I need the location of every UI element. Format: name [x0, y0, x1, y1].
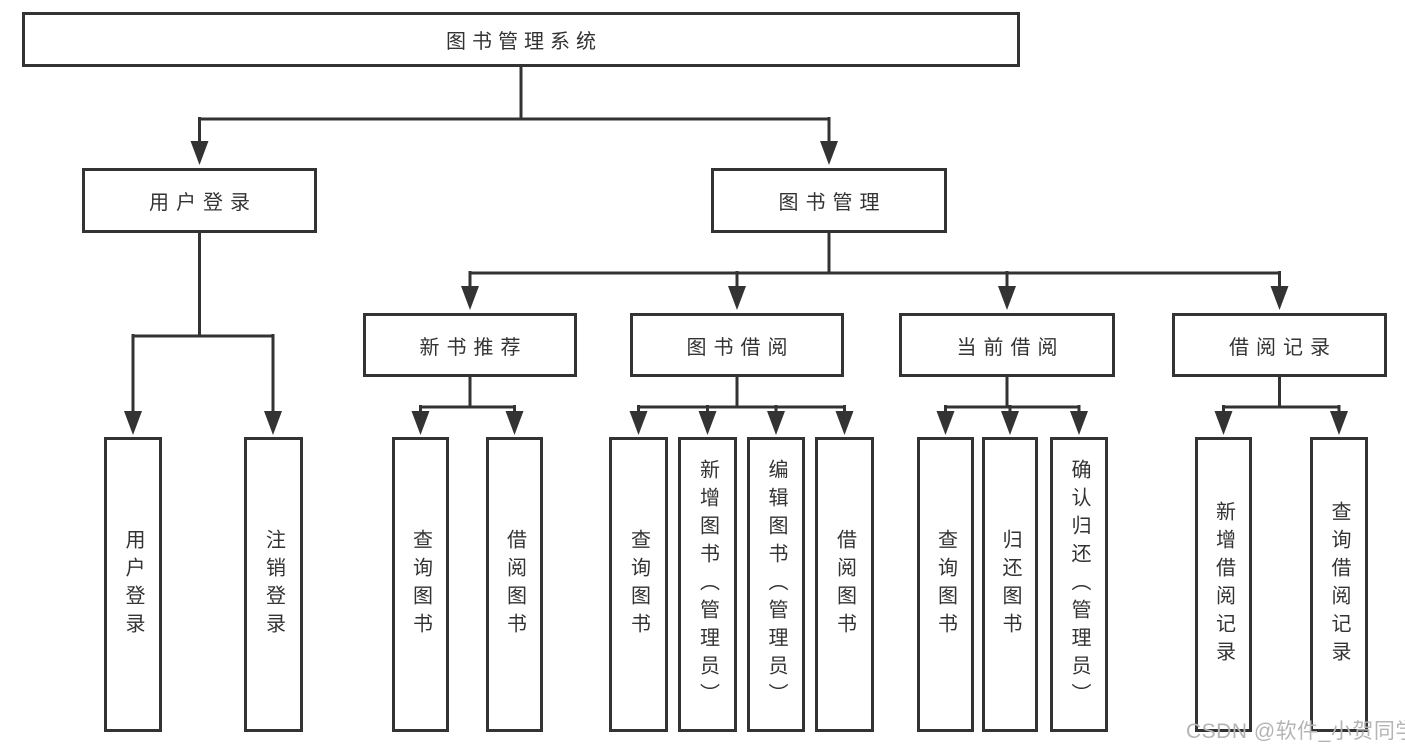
arrowhead: [1001, 411, 1019, 435]
arrowhead: [124, 411, 142, 435]
node-book-borrowing: 图书借阅: [630, 313, 844, 377]
leaf-query-borrow-record: 查询借阅记录: [1310, 437, 1368, 732]
arrowhead: [264, 411, 282, 435]
leaf-return-books: 归还图书: [982, 437, 1038, 732]
arrowhead: [629, 411, 648, 435]
leaf-logout: 注销登录: [244, 437, 303, 732]
arrowhead: [1330, 411, 1348, 435]
arrowhead: [1214, 411, 1233, 435]
node-borrowing-records: 借阅记录: [1172, 313, 1387, 377]
node-user-login: 用户登录: [82, 168, 317, 233]
leaf-user-login: 用户登录: [104, 437, 162, 732]
leaf-query-books-3: 查询图书: [917, 437, 974, 732]
arrowhead: [820, 141, 838, 165]
connector-currentborrow-to-leaves: [944, 375, 1081, 413]
connector-borrowrecord-to-leaves: [1222, 375, 1341, 413]
leaf-query-books-1: 查询图书: [392, 437, 449, 732]
arrowhead: [698, 411, 717, 435]
arrowhead: [767, 411, 785, 435]
connector-bookborrow-to-leaves: [637, 375, 846, 413]
node-library-system: 图书管理系统: [22, 12, 1020, 67]
leaf-confirm-return-admin: 确认归还（管理员）: [1050, 437, 1108, 732]
node-current-borrowing: 当前借阅: [899, 313, 1115, 377]
arrowhead: [728, 286, 746, 310]
leaf-borrow-books-1: 借阅图书: [486, 437, 543, 732]
leaf-query-books-2: 查询图书: [609, 437, 668, 732]
node-new-book-recommend: 新书推荐: [363, 313, 577, 377]
leaf-add-borrow-record: 新增借阅记录: [1195, 437, 1252, 732]
node-book-management: 图书管理: [711, 168, 947, 233]
leaf-borrow-books-2: 借阅图书: [815, 437, 874, 732]
leaf-add-books-admin: 新增图书（管理员）: [678, 437, 737, 732]
arrowhead: [1070, 411, 1088, 435]
arrowhead: [461, 286, 479, 310]
connector-newbook-to-leaves: [419, 375, 516, 413]
connector-root-to-level2: [198, 65, 831, 142]
arrowhead: [936, 411, 955, 435]
connector-userlogin-to-leaves: [131, 231, 275, 412]
arrowhead: [998, 286, 1016, 310]
leaf-edit-books-admin: 编辑图书（管理员）: [747, 437, 805, 732]
arrowhead: [835, 411, 854, 435]
csdn-watermark: CSDN @软件_小贺同学: [1186, 720, 1405, 743]
arrowhead: [505, 411, 524, 435]
arrowhead: [1270, 286, 1289, 310]
arrowhead: [411, 411, 430, 435]
connector-bookmgmt-to-level3: [468, 231, 1281, 289]
arrowhead: [190, 141, 209, 165]
arrowheads: [124, 141, 1348, 435]
